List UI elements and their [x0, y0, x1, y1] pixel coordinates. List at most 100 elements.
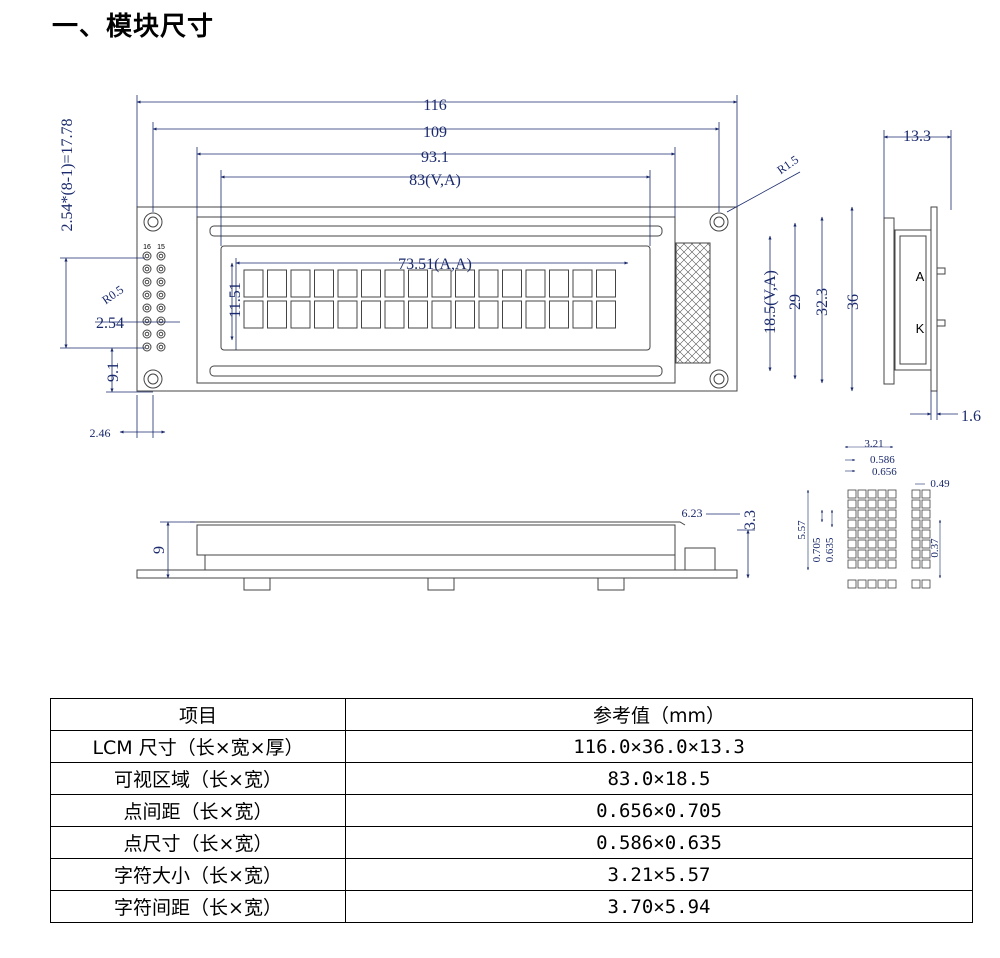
dim-bottom-height: 9: [151, 546, 168, 554]
header-value: 参考值（mm）: [345, 698, 973, 731]
cathode-label: K: [916, 321, 925, 336]
dot: [921, 539, 931, 549]
pin-hole: [158, 253, 164, 259]
dim-dot-w: 0.586: [870, 454, 895, 466]
pin-pad: [156, 264, 166, 274]
char-cell: [408, 269, 428, 298]
dim-va-height: 18.5(V,A): [762, 270, 779, 334]
dot: [847, 529, 857, 539]
dim-dot-h: 0.635: [824, 537, 836, 562]
dot: [847, 579, 857, 589]
dot: [911, 559, 921, 569]
char-cell: [478, 300, 499, 329]
dot: [911, 519, 921, 529]
dimension-drawing: 116 109 93.1 83(V,A) 73.51(A,A) 11.51 2.…: [59, 95, 981, 591]
mount-hole: [143, 369, 163, 389]
pin-pad: [156, 342, 166, 352]
pin-15-label: 15: [157, 244, 165, 251]
table-row: 点尺寸（长×宽）0.586×0.635: [50, 826, 973, 859]
dim-hole-offset: 9.1: [105, 362, 122, 382]
row-value: 116.0×36.0×13.3: [345, 730, 973, 763]
dot: [867, 559, 877, 569]
dim-36: 36: [845, 294, 862, 310]
table-row: 可视区域（长×宽）83.0×18.5: [50, 762, 973, 795]
dim-overall-width: 116: [423, 97, 446, 114]
pin-hole: [158, 292, 164, 298]
mount-hole: [709, 369, 729, 389]
pin-hole: [158, 305, 164, 311]
pin-pad: [142, 264, 152, 274]
bezel-outline: [196, 216, 676, 384]
dot: [877, 489, 887, 499]
dot: [921, 579, 931, 589]
char-grid: [243, 269, 616, 329]
char-cell: [243, 269, 264, 298]
pin-pad: [156, 316, 166, 326]
pin-hole: [158, 266, 164, 272]
mount-hole: [709, 212, 729, 232]
dim-bezel: 93.1: [421, 149, 449, 166]
char-cell: [314, 269, 334, 298]
dim-active-area: 73.51(A,A): [398, 256, 472, 273]
dot: [921, 489, 931, 499]
dot: [857, 559, 867, 569]
row-value: 3.21×5.57: [345, 858, 973, 891]
dot: [857, 519, 867, 529]
pin-hole: [158, 318, 164, 324]
dot: [921, 529, 931, 539]
table-row: 字符间距（长×宽）3.70×5.94: [50, 890, 973, 923]
dot: [887, 559, 897, 569]
dot: [877, 549, 887, 559]
char-cell: [596, 300, 616, 329]
dot: [867, 539, 877, 549]
char-cell: [384, 269, 405, 298]
dot: [847, 499, 857, 509]
char-cell: [337, 300, 358, 329]
pin-pad: [142, 329, 152, 339]
dim-gap-v: 0.37: [929, 538, 941, 558]
dot: [911, 549, 921, 559]
char-cell: [290, 300, 311, 329]
row-item: 字符大小（长×宽）: [50, 858, 346, 891]
dot: [877, 579, 887, 589]
dim-pin-span: 2.54*(8-1)=17.78: [59, 118, 76, 231]
dot: [887, 509, 897, 519]
pin-hole: [144, 253, 150, 259]
dot: [887, 519, 897, 529]
dot: [911, 489, 921, 499]
dot: [887, 529, 897, 539]
pin-hole: [144, 266, 150, 272]
dot: [867, 509, 877, 519]
dot: [911, 509, 921, 519]
pcb-outline: [136, 206, 738, 392]
dot: [921, 509, 931, 519]
pin-pads: [142, 251, 166, 352]
dot: [847, 549, 857, 559]
dim-32-3: 32.3: [814, 288, 831, 316]
dim-thickness: 13.3: [903, 128, 931, 145]
dot: [857, 489, 867, 499]
dot: [887, 489, 897, 499]
char-cell: [384, 300, 405, 329]
pin-pad: [156, 290, 166, 300]
pin-hole: [158, 344, 164, 350]
row-item: 点间距（长×宽）: [50, 794, 346, 827]
dot: [911, 499, 921, 509]
dot: [847, 489, 857, 499]
dim-29: 29: [787, 294, 804, 310]
dot: [887, 579, 897, 589]
dot: [877, 539, 887, 549]
front-view: [136, 206, 738, 392]
dim-pin-pitch: 2.54: [96, 315, 124, 332]
pin-pad: [142, 342, 152, 352]
char-cell: [290, 269, 311, 298]
row-value: 0.656×0.705: [345, 794, 973, 827]
bottom-view: [136, 521, 738, 591]
dot: [887, 539, 897, 549]
dot: [857, 539, 867, 549]
pin-pad: [156, 329, 166, 339]
char-cell: [431, 269, 452, 298]
dot: [921, 519, 931, 529]
dot: [847, 509, 857, 519]
dot: [847, 539, 857, 549]
